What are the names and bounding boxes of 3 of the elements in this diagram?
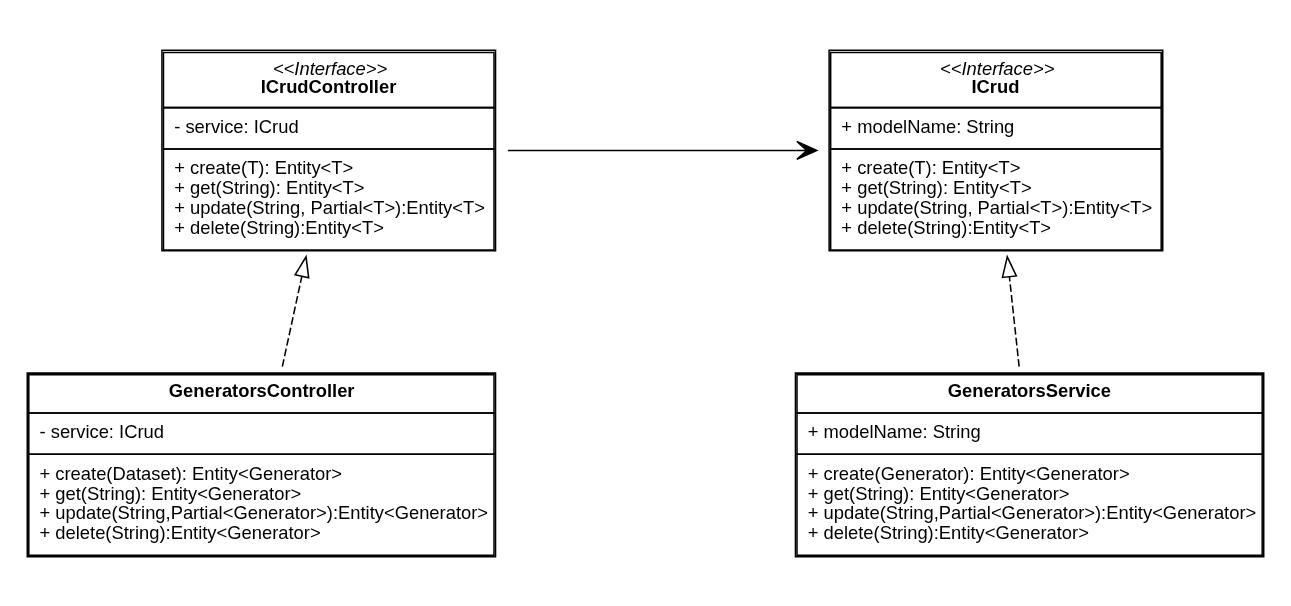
arrow xyxy=(281,254,310,367)
arrow xyxy=(507,140,818,160)
arrow xyxy=(1001,254,1020,367)
